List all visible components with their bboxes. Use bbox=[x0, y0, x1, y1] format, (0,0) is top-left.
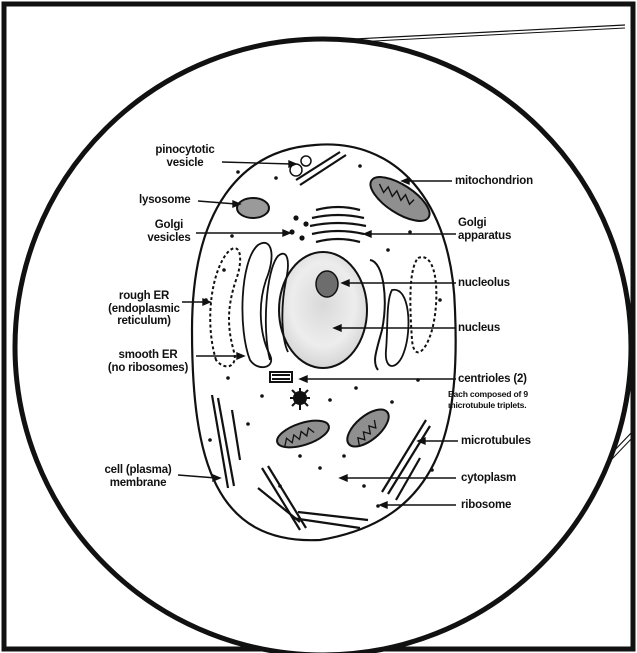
label-cell-membrane: cell (plasma) membrane bbox=[96, 464, 180, 489]
label-line: Golgi bbox=[144, 219, 194, 232]
label-nucleus: nucleus bbox=[458, 322, 500, 335]
label-line: membrane bbox=[96, 477, 180, 490]
label-nucleolus: nucleolus bbox=[458, 277, 510, 290]
label-pinocytotic-vesicle: pinocytotic vesicle bbox=[150, 144, 220, 169]
lysosome bbox=[237, 198, 269, 218]
label-line: microtubule triplets. bbox=[448, 400, 528, 411]
label-centrioles-note: Each composed of 9 microtubule triplets. bbox=[448, 389, 528, 410]
label-line: smooth ER bbox=[100, 349, 196, 362]
label-line: Golgi bbox=[458, 217, 511, 230]
label-line: apparatus bbox=[458, 230, 511, 243]
label-microtubules: microtubules bbox=[461, 435, 531, 448]
label-golgi-apparatus: Golgi apparatus bbox=[458, 217, 511, 242]
label-smooth-er: smooth ER (no ribosomes) bbox=[100, 349, 196, 374]
label-line: (no ribosomes) bbox=[100, 362, 196, 375]
label-line: vesicles bbox=[144, 232, 194, 245]
label-line: vesicle bbox=[150, 157, 220, 170]
label-line: pinocytotic bbox=[150, 144, 220, 157]
label-line: rough ER bbox=[104, 290, 184, 303]
label-lysosome: lysosome bbox=[139, 194, 190, 207]
label-line: (endoplasmic bbox=[104, 303, 184, 316]
label-rough-er: rough ER (endoplasmic reticulum) bbox=[104, 290, 184, 328]
label-line: cell (plasma) bbox=[96, 464, 180, 477]
label-mitochondrion: mitochondrion bbox=[455, 175, 533, 188]
label-golgi-vesicles: Golgi vesicles bbox=[144, 219, 194, 244]
label-line: reticulum) bbox=[104, 315, 184, 328]
nucleus bbox=[279, 252, 367, 368]
label-centrioles: centrioles (2) bbox=[458, 373, 527, 386]
label-line: Each composed of 9 bbox=[448, 389, 528, 400]
label-ribosome: ribosome bbox=[461, 499, 511, 512]
label-cytoplasm: cytoplasm bbox=[461, 472, 516, 485]
nucleolus bbox=[316, 271, 338, 297]
